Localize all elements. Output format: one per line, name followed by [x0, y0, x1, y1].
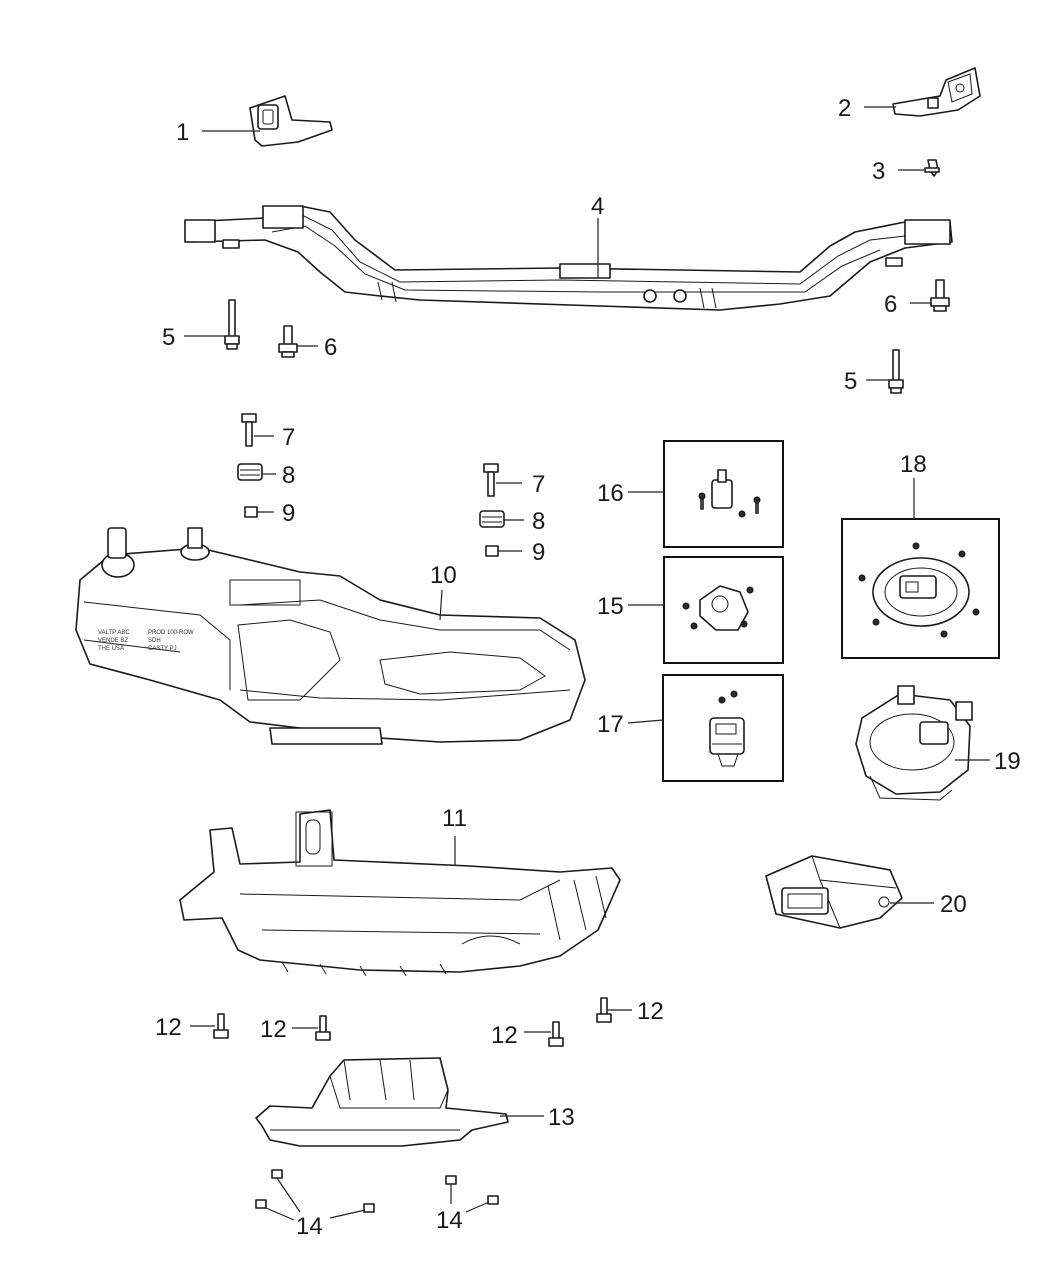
- part-14-nuts-right: [445, 1175, 499, 1205]
- part-15-valve: [682, 585, 754, 631]
- part-13-shield: [255, 1057, 509, 1147]
- part-9-nut-right: [485, 545, 499, 557]
- part-7-bolt-right: [483, 463, 499, 497]
- part-14-nuts-left: [255, 1169, 375, 1213]
- svg-text:SDH: SDH: [148, 638, 161, 644]
- part-17-valve: [709, 690, 745, 767]
- leader-14a-2: [265, 1207, 295, 1221]
- part-5-bolt-left: [224, 299, 240, 350]
- part-3-push-pin: [924, 159, 940, 177]
- callout-15: 15: [597, 593, 624, 620]
- part-18-pump-cover: [858, 542, 980, 638]
- part-2-bracket: [892, 67, 981, 117]
- callout-3: 3: [872, 158, 885, 185]
- callout-16: 16: [597, 480, 624, 507]
- svg-text:PROD 100-ROW: PROD 100-ROW: [148, 630, 194, 636]
- callout-9b: 9: [532, 539, 545, 566]
- leader-14a-3: [329, 1209, 366, 1219]
- part-7-bolt-left: [241, 413, 257, 447]
- callout-5a: 5: [162, 324, 175, 351]
- callout-2: 2: [838, 95, 851, 122]
- callout-7b: 7: [532, 471, 545, 498]
- callout-14b: 14: [436, 1207, 463, 1234]
- part-12-bolt-b: [315, 1015, 331, 1041]
- callout-7a: 7: [282, 424, 295, 451]
- part-9-nut-left: [244, 506, 258, 518]
- part-12-bolt-d: [596, 997, 612, 1023]
- callout-8b: 8: [532, 508, 545, 535]
- part-12-bolt-a: [213, 1013, 229, 1039]
- callout-12d: 12: [637, 998, 664, 1025]
- callout-13: 13: [548, 1104, 575, 1131]
- part-16-valve: [698, 469, 761, 518]
- leader-14b-2: [465, 1201, 490, 1213]
- callout-12b: 12: [260, 1016, 287, 1043]
- part-6-stud-right: [930, 279, 950, 312]
- svg-text:CASTY PJ: CASTY PJ: [148, 646, 177, 652]
- leader-14a-1: [276, 1177, 301, 1213]
- callout-10: 10: [430, 562, 457, 589]
- svg-text:VENDE BZ: VENDE BZ: [98, 638, 128, 644]
- part-6-stud-left: [278, 325, 298, 358]
- callout-9a: 9: [282, 500, 295, 527]
- callout-14a: 14: [296, 1213, 323, 1240]
- svg-text:THE USA: THE USA: [98, 646, 124, 652]
- part-8-isolator-left: [237, 463, 263, 481]
- part-12-bolt-c: [548, 1021, 564, 1047]
- callout-12a: 12: [155, 1014, 182, 1041]
- part-5-bolt-right: [888, 349, 904, 394]
- callout-18: 18: [900, 451, 927, 478]
- callout-1: 1: [176, 119, 189, 146]
- callout-17: 17: [597, 711, 624, 738]
- part-10-fuel-tank: VALTP ABC VENDE BZ THE USA PROD 100-ROW …: [75, 527, 586, 745]
- part-19-pump-module: [855, 685, 973, 801]
- callout-4: 4: [591, 193, 604, 220]
- part-8-isolator-right: [479, 510, 505, 528]
- part-20-control-module: [765, 855, 903, 929]
- callout-8a: 8: [282, 462, 295, 489]
- part-1-bracket: [249, 95, 333, 147]
- part-11-skid-plate: [179, 809, 621, 977]
- leader-17: [627, 719, 664, 724]
- callout-5b: 5: [844, 368, 857, 395]
- inset-box-18: [841, 518, 1000, 659]
- callout-12c: 12: [491, 1022, 518, 1049]
- callout-20: 20: [940, 891, 967, 918]
- part-4-crossmember: [184, 205, 953, 311]
- callout-11: 11: [442, 805, 467, 832]
- leader-10: [439, 589, 443, 621]
- svg-text:VALTP ABC: VALTP ABC: [98, 630, 130, 636]
- callout-6a: 6: [324, 334, 337, 361]
- callout-6b: 6: [884, 291, 897, 318]
- callout-19: 19: [994, 748, 1021, 775]
